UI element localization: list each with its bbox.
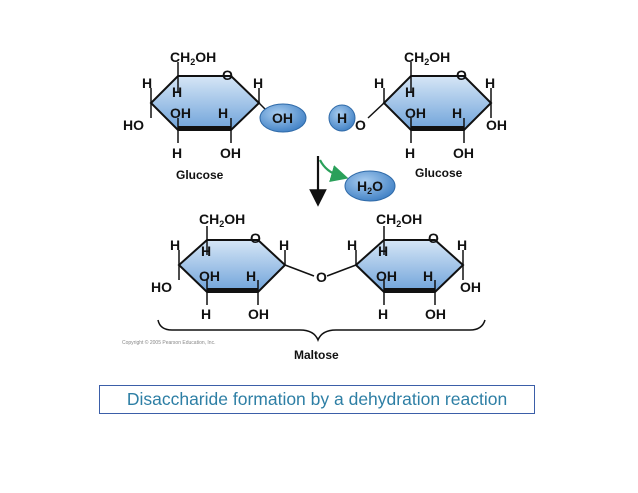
hydroxyl-group: HO: [123, 117, 144, 133]
hydrogen: H: [142, 75, 152, 91]
hydrogen: H: [279, 237, 289, 253]
hydrogen: H: [452, 105, 462, 121]
water-bubble: H2O: [344, 170, 396, 202]
svg-text:H2O: H2O: [357, 178, 383, 196]
hydroxyl-group: OH: [248, 306, 269, 322]
hydrogen-bubble: H: [328, 104, 356, 132]
glycosidic-oxygen: O: [316, 269, 327, 285]
hydrogen: H: [253, 75, 263, 91]
hydrogen: H: [347, 237, 357, 253]
glucose-molecule-left: CH2OH O H H H HO OH H H OH: [123, 49, 272, 161]
hydrogen: H: [172, 145, 182, 161]
maltose-label: Maltose: [294, 348, 339, 362]
ring-oxygen: O: [250, 230, 261, 246]
glucose-ring-left: [149, 75, 261, 131]
hydroxyl-group: OH: [453, 145, 474, 161]
maltose-ring-left-group: CH2OH O H H H HO OH H H OH: [151, 211, 315, 322]
hydrogen: H: [378, 306, 388, 322]
hydroxyl-group: OH: [425, 306, 446, 322]
ring-oxygen: O: [222, 67, 233, 83]
svg-text:OH: OH: [272, 110, 293, 126]
hydrogen: H: [201, 243, 211, 259]
ch2oh-label: CH2OH: [170, 49, 216, 67]
hydroxyl-group: HO: [151, 279, 172, 295]
ring-oxygen: O: [456, 67, 467, 83]
ring-oxygen: O: [428, 230, 439, 246]
hydrogen: H: [457, 237, 467, 253]
hydrogen: H: [246, 268, 256, 284]
copyright-notice: Copyright © 2005 Pearson Education, Inc.: [122, 339, 215, 346]
hydrogen: H: [378, 243, 388, 259]
maltose-ring-left: [177, 239, 287, 293]
hydroxyl-bubble: OH: [259, 103, 307, 133]
hydrogen: H: [374, 75, 384, 91]
hydrogen: H: [218, 105, 228, 121]
hydrogen: H: [201, 306, 211, 322]
ch2oh-label: CH2OH: [376, 211, 422, 229]
maltose-ring-right-group: CH2OH O H H H OH H OH H OH: [347, 211, 481, 322]
glucose-label-right: Glucose: [415, 166, 463, 180]
hydrogen: H: [485, 75, 495, 91]
hydrogen: H: [405, 84, 415, 100]
caption-box: Disaccharide formation by a dehydration …: [99, 385, 535, 414]
hydroxyl-group: OH: [220, 145, 241, 161]
hydroxyl-group: OH: [460, 279, 481, 295]
maltose-brace: [157, 319, 486, 343]
hydroxyl-group: OH: [376, 268, 397, 284]
hydrogen: H: [170, 237, 180, 253]
hydroxyl-group: OH: [199, 268, 220, 284]
hydroxyl-group: OH: [405, 105, 426, 121]
svg-text:H: H: [337, 110, 347, 126]
maltose-ring-right: [354, 239, 465, 293]
ring-oxygen: O: [355, 117, 366, 133]
hydroxyl-group: OH: [170, 105, 191, 121]
hydrogen: H: [172, 84, 182, 100]
hydroxyl-group: OH: [486, 117, 507, 133]
ch2oh-label: CH2OH: [404, 49, 450, 67]
glucose-label-left: Glucose: [176, 168, 224, 182]
hydrogen: H: [405, 145, 415, 161]
caption-text: Disaccharide formation by a dehydration …: [126, 389, 508, 409]
water-release-arrow: [319, 159, 349, 183]
ch2oh-label: CH2OH: [199, 211, 245, 229]
hydrogen: H: [423, 268, 433, 284]
glucose-ring-right: [382, 75, 493, 131]
glucose-molecule-right: CH2OH O H H H O OH H OH H OH: [355, 49, 507, 161]
